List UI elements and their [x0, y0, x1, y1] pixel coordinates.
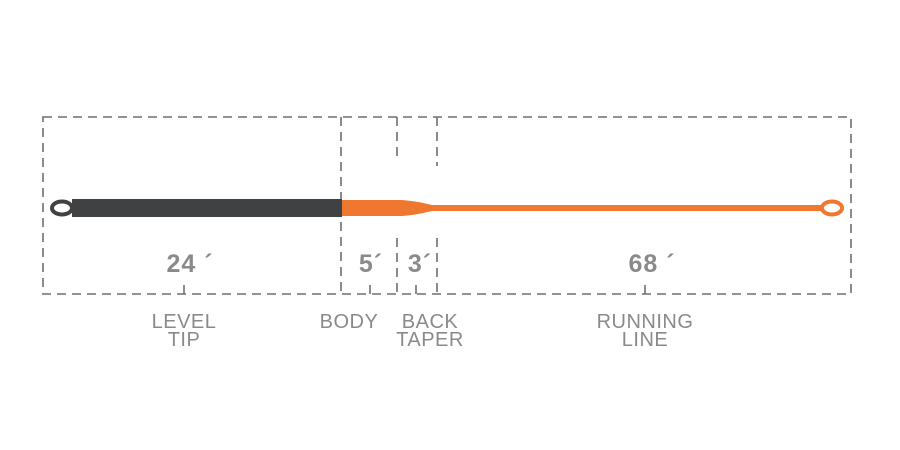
body-length: 5´: [359, 250, 383, 278]
level-tip-name-line-2: TIP: [168, 329, 201, 351]
running-line-length: 68 ´: [628, 250, 675, 278]
back-taper-length: 3´: [408, 250, 432, 278]
body-name: BODY: [320, 311, 379, 333]
level-tip-name: LEVEL: [152, 311, 217, 333]
level-tip-line: [72, 199, 342, 217]
back-taper-name-line-2: TAPER: [396, 329, 464, 351]
running-line-name: RUNNING: [597, 311, 694, 333]
front-loop-icon: [50, 199, 74, 217]
rear-loop-icon: [820, 199, 844, 217]
segment-outline-frame: [42, 116, 852, 295]
running-line: [342, 200, 826, 216]
level-tip-length: 24 ´: [166, 250, 213, 278]
back-taper-name: BACK: [402, 311, 459, 333]
running-line-name-line-2: LINE: [622, 329, 668, 351]
